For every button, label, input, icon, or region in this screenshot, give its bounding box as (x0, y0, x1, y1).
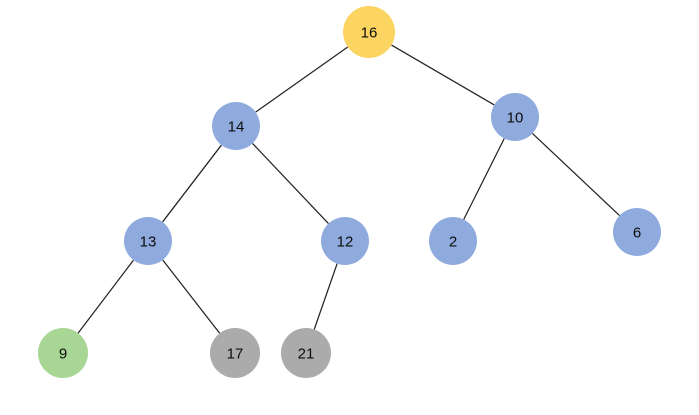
tree-node-10[interactable]: 10 (491, 93, 539, 141)
tree-node-13[interactable]: 13 (124, 217, 172, 265)
node-circle-6[interactable] (613, 208, 661, 256)
node-circle-10[interactable] (491, 93, 539, 141)
tree-edge-14-13 (162, 144, 222, 223)
tree-edge-10-2 (463, 138, 505, 220)
node-circle-9[interactable] (38, 328, 88, 378)
tree-edge-16-10 (391, 44, 495, 106)
tree-edge-14-12 (252, 142, 329, 225)
tree-node-14[interactable]: 14 (212, 102, 260, 150)
node-circle-17[interactable] (210, 328, 260, 378)
node-circle-2[interactable] (429, 217, 477, 265)
tree-node-9[interactable]: 9 (38, 328, 88, 378)
node-circle-21[interactable] (281, 328, 331, 378)
tree-node-17[interactable]: 17 (210, 328, 260, 378)
node-layer: 16 14 10 13 12 2 6 9 17 21 (38, 6, 661, 378)
tree-node-6[interactable]: 6 (613, 208, 661, 256)
node-circle-13[interactable] (124, 217, 172, 265)
node-circle-12[interactable] (321, 217, 369, 265)
tree-node-2[interactable]: 2 (429, 217, 477, 265)
tree-node-21[interactable]: 21 (281, 328, 331, 378)
node-circle-16[interactable] (343, 6, 395, 58)
node-circle-14[interactable] (212, 102, 260, 150)
tree-edge-16-14 (255, 46, 349, 113)
edge-layer (77, 44, 620, 334)
tree-edge-10-6 (532, 133, 620, 216)
tree-edge-12-21 (313, 263, 338, 330)
tree-node-12[interactable]: 12 (321, 217, 369, 265)
tree-edge-13-17 (162, 259, 221, 334)
tree-edge-13-9 (77, 259, 134, 334)
tree-node-16[interactable]: 16 (343, 6, 395, 58)
